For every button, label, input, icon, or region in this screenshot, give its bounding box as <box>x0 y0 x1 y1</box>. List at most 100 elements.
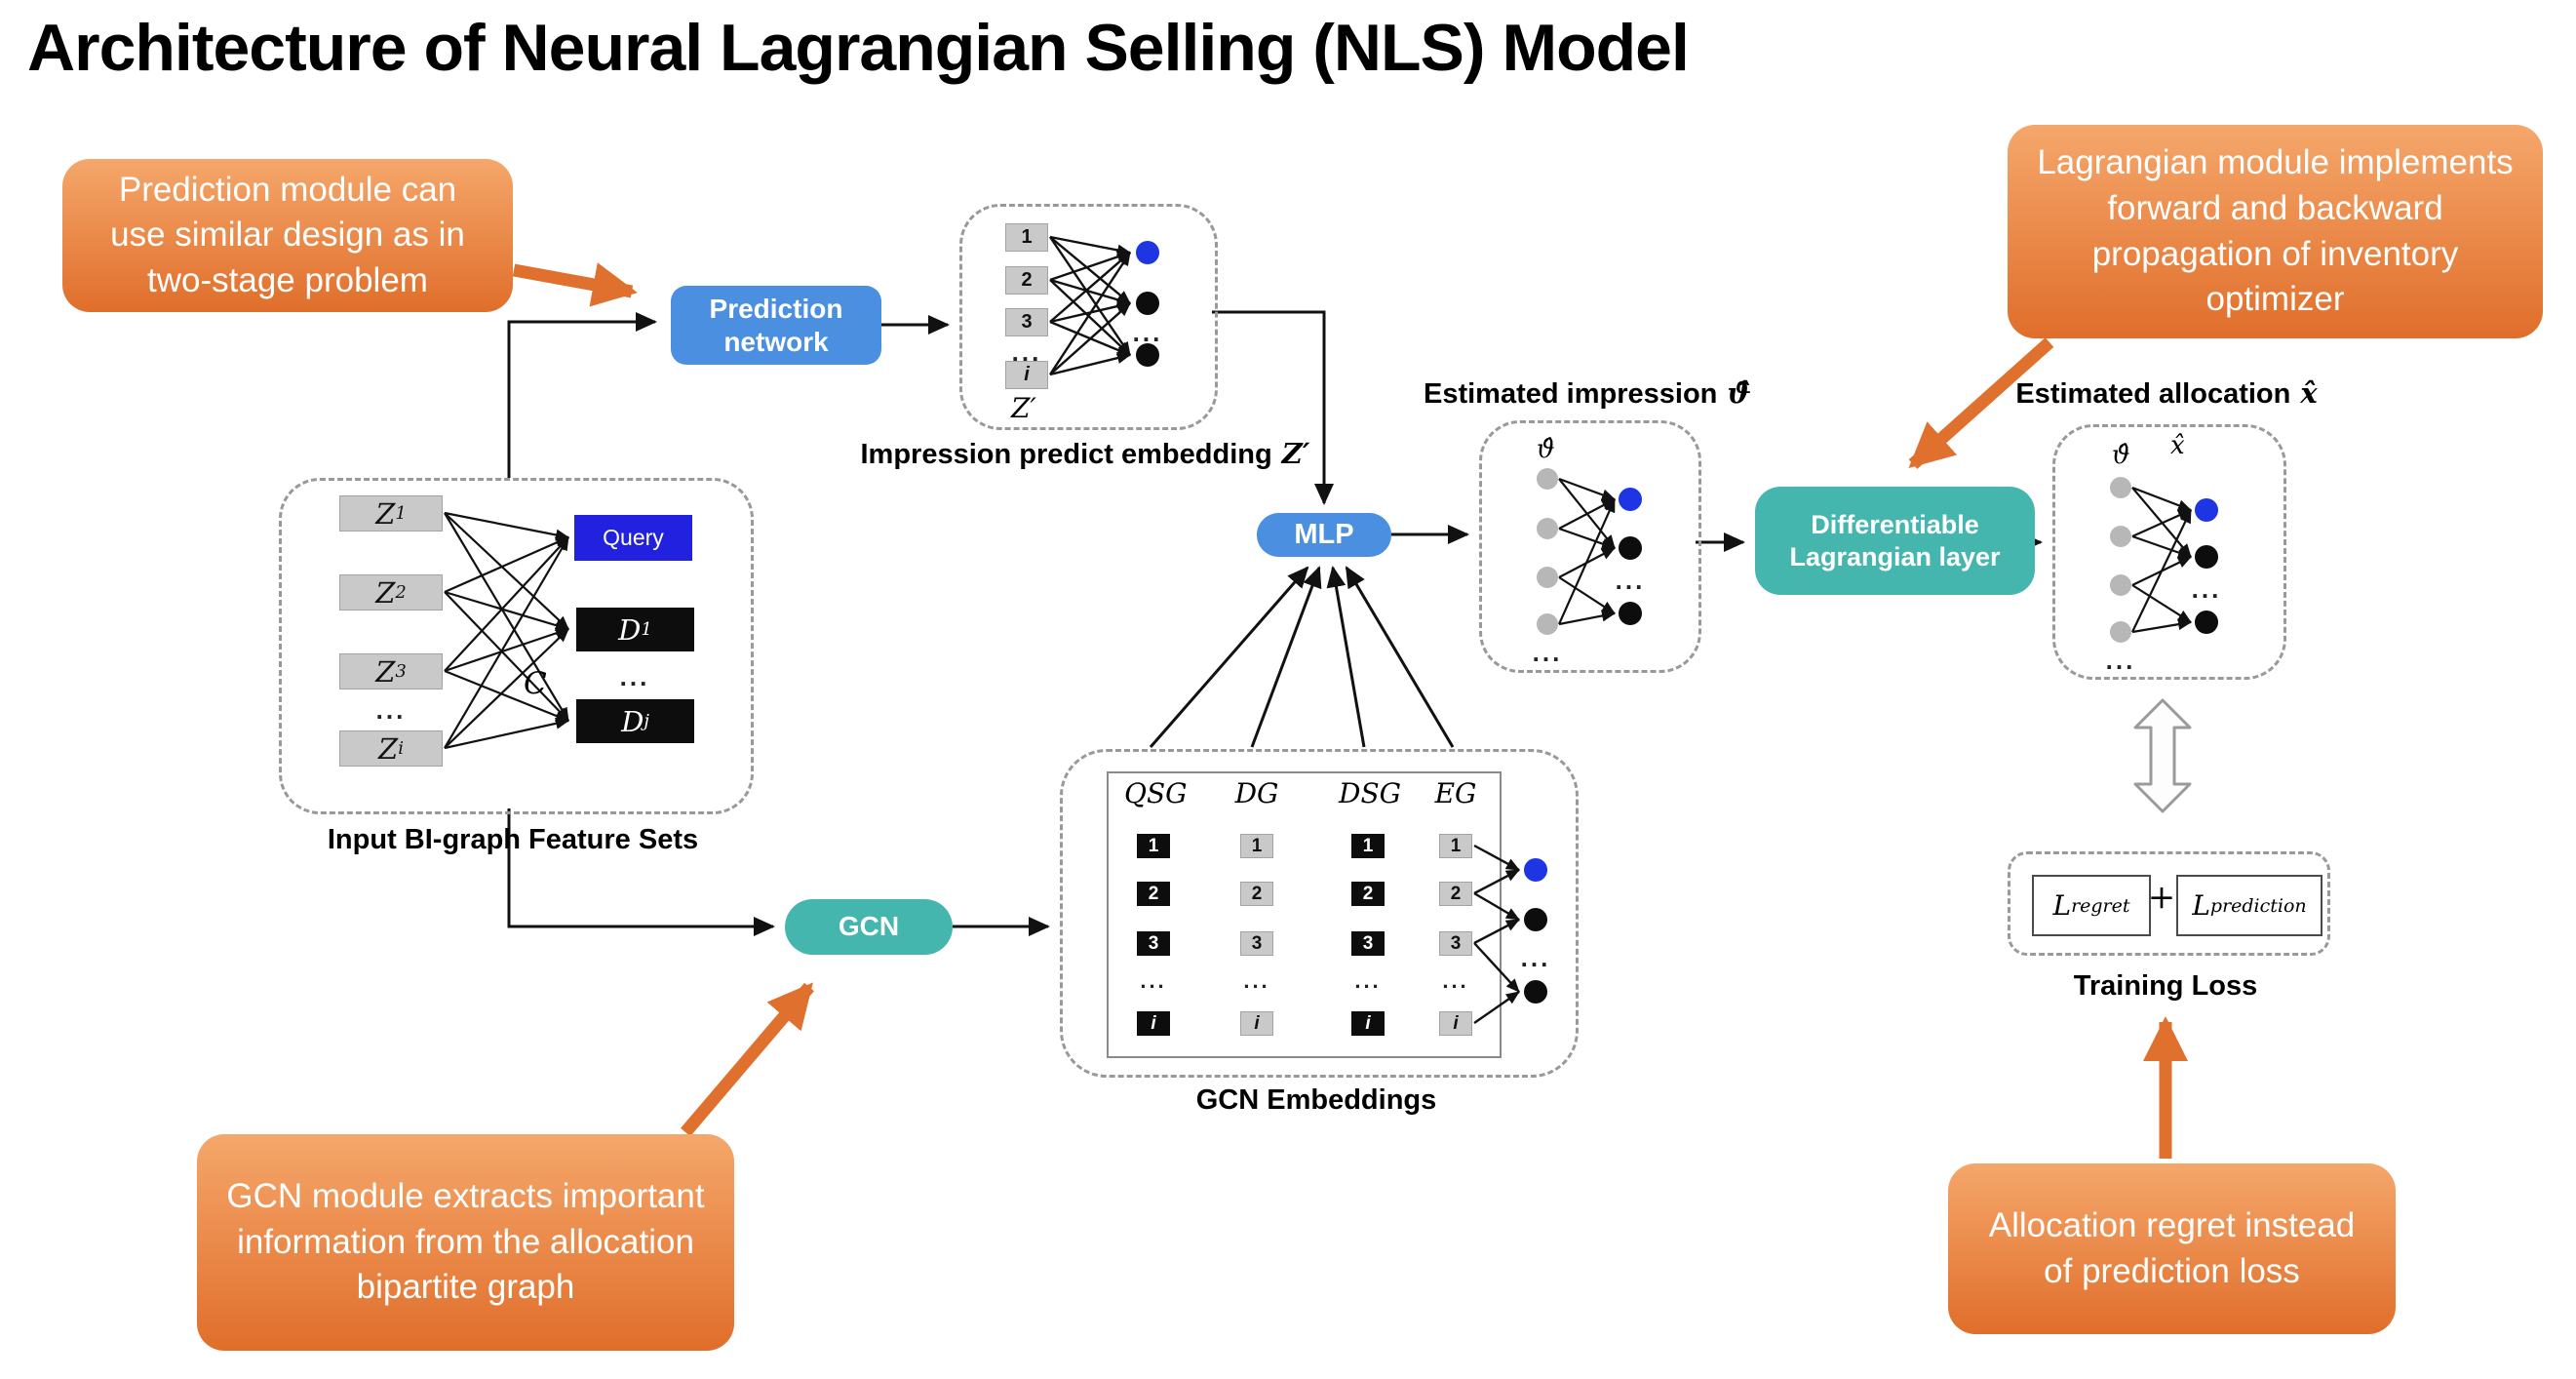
z-sub: i <box>398 738 404 759</box>
z-base: Z <box>375 654 396 689</box>
x-hat-label: x̂ <box>2170 431 2185 460</box>
embedding-node: 3 <box>1005 308 1048 336</box>
black-node-dot <box>1136 292 1159 315</box>
gcn-column-dg: DG 1 2 3 ... i <box>1228 771 1286 1054</box>
ellipsis: ... <box>2105 646 2136 675</box>
plus-sign: + <box>2147 878 2176 917</box>
label-text: Estimated allocation <box>2015 378 2291 410</box>
gcn-column-dsg: DSG 1 2 3 ... i <box>1339 771 1401 1054</box>
ellipsis: ... <box>1011 337 1042 367</box>
input-bigraph-caption: Input BI-graph Feature Sets <box>328 824 698 856</box>
label-math: x̂ <box>2300 376 2318 410</box>
gcn-column-qsg: QSG 1 2 3 ... i <box>1124 771 1188 1054</box>
gcn-cell: 3 <box>1137 931 1170 956</box>
gray-node-dot <box>1537 567 1558 588</box>
d-sub: 1 <box>641 619 652 640</box>
impression-embedding-caption: Impression predict embedding Z′ <box>860 437 1309 471</box>
estimated-impression-graph <box>1537 468 1642 635</box>
gray-node-dot <box>2110 526 2131 547</box>
training-loss-caption: Training Loss <box>2074 970 2258 1003</box>
label-text: Estimated impression <box>1424 378 1718 410</box>
caption-text: Training Loss <box>2073 970 2258 1002</box>
gcn-cell: 2 <box>1439 882 1472 906</box>
gcn-cell: 3 <box>1240 931 1273 956</box>
callout-prediction-module: Prediction module can use similar design… <box>62 159 513 312</box>
callout-lagrangian-module: Lagrangian module implements forward and… <box>2008 125 2543 338</box>
caption-text: GCN Embeddings <box>1195 1084 1437 1116</box>
z-sub: 2 <box>395 582 407 603</box>
z-sub: 3 <box>395 661 407 682</box>
gcn-cell: i <box>1240 1011 1273 1036</box>
bigraph-edges <box>444 511 569 750</box>
gcn-embeddings-table <box>1107 771 1502 1058</box>
estimated-allocation-label: Estimated allocation x̂ <box>2015 376 2317 411</box>
gcn-embeddings-graph <box>1473 844 1547 1024</box>
gray-node-dot <box>2110 574 2131 596</box>
estimated-allocation-container: ϑ̂ x̂ <box>2052 424 2286 680</box>
ellipsis: ... <box>1520 943 1551 972</box>
impression-embedding-container: 1 2 3 ... i Z′ ... <box>959 204 1218 430</box>
column-header: QSG <box>1124 777 1188 809</box>
gray-node-dot <box>1537 518 1558 539</box>
ellipsis: ... <box>1354 968 1382 993</box>
blue-node-dot <box>1619 488 1642 511</box>
double-arrow-icon <box>2133 698 2192 813</box>
ellipsis: ... <box>1442 968 1469 993</box>
gcn-cell: 1 <box>1240 834 1273 858</box>
ellipsis: ... <box>1132 318 1163 347</box>
column-header: DSG <box>1339 777 1401 809</box>
c-label: C <box>524 666 547 701</box>
z-base: Z <box>375 496 396 531</box>
gcn-embeddings-container: QSG 1 2 3 ... i DG 1 2 3 ... i DSG 1 2 3… <box>1060 749 1579 1078</box>
callout-allocation-regret: Allocation regret instead of prediction … <box>1948 1163 2396 1334</box>
d-sub: j <box>644 711 649 731</box>
column-header: DG <box>1234 777 1279 809</box>
black-node-dot <box>2195 545 2218 569</box>
ellipsis: ... <box>1615 566 1646 595</box>
gcn-cell: 3 <box>1351 931 1385 956</box>
blue-node-dot <box>1136 241 1159 264</box>
ellipsis: ... <box>375 695 407 725</box>
mlp-box: MLP <box>1257 513 1391 557</box>
estimated-impression-label: Estimated impression ϑ̂ <box>1424 376 1751 411</box>
embedding-node: 1 <box>1005 223 1048 252</box>
query-node: Query <box>574 515 692 561</box>
gcn-column-eg: EG 1 2 3 ... i <box>1426 771 1485 1054</box>
black-node-dot <box>1619 536 1642 560</box>
black-node-dot <box>1524 980 1547 1004</box>
column-header: EG <box>1434 777 1477 809</box>
caption-text: Input BI-graph Feature Sets <box>327 824 699 855</box>
label-math: ϑ̂ <box>1727 376 1751 410</box>
black-node-dot <box>1619 602 1642 625</box>
gray-node-dot <box>2110 621 2131 643</box>
ellipsis: ... <box>1140 968 1167 993</box>
caption-math: Z′ <box>1281 437 1310 470</box>
blue-node-dot <box>1524 858 1547 882</box>
gcn-cell: 3 <box>1439 931 1472 956</box>
black-node-dot <box>1524 908 1547 931</box>
gcn-cell: 2 <box>1351 882 1385 906</box>
estimated-allocation-graph <box>2110 477 2218 643</box>
z-sub: 1 <box>395 503 407 524</box>
term-sub: regret <box>2071 894 2130 917</box>
gcn-cell: 1 <box>1439 834 1472 858</box>
ellipsis: ... <box>1532 638 1563 667</box>
gcn-box: GCN <box>785 899 953 955</box>
impression-embedding-graph <box>1048 235 1159 376</box>
gcn-cell: i <box>1439 1011 1472 1036</box>
prediction-network-box: Prediction network <box>671 286 881 365</box>
term-base: L <box>2052 889 2072 922</box>
gcn-cell: 2 <box>1137 882 1170 906</box>
ellipsis: ... <box>1243 968 1270 993</box>
caption-text: Impression predict embedding <box>860 439 1272 470</box>
gray-node-dot <box>2110 477 2131 498</box>
gray-node-dot <box>1537 468 1558 490</box>
